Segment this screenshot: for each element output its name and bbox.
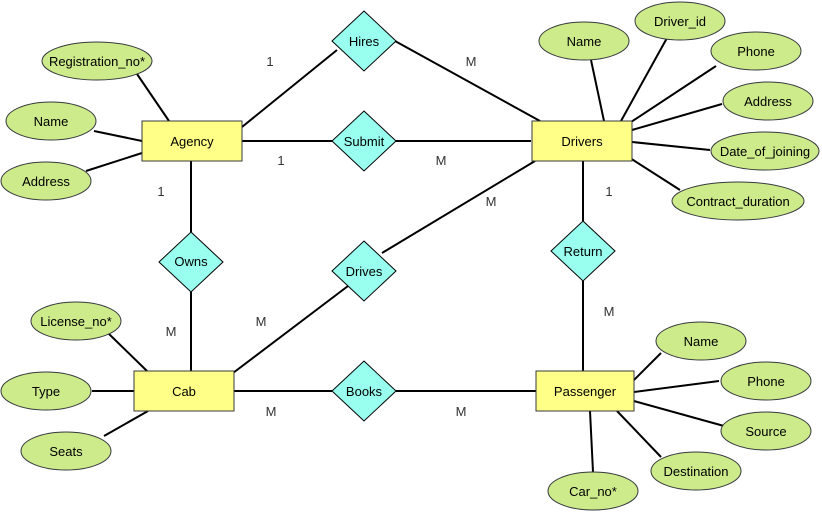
attribute-label: Type [32,384,60,399]
attribute-label: Date_of_joining [720,144,810,159]
relationship-owns[interactable]: Owns [158,231,224,293]
relationship-label: Drives [346,264,383,279]
attribute-label: Destination [663,464,728,479]
line-agency-name [93,130,143,142]
line-agency-hires [241,49,338,128]
attribute-passenger-car-no[interactable]: Car_no* [547,471,639,511]
attribute-cab-type[interactable]: Type [0,371,92,411]
attribute-label: Seats [49,444,83,459]
line-drivers-name [590,59,605,122]
card-owns-agency: 1 [157,184,164,199]
connectors [85,37,725,473]
relationship-submit[interactable]: Submit [331,110,397,172]
card-books-cab: M [266,404,277,419]
card-drives-drivers: M [486,194,497,209]
attribute-label: Address [22,174,70,189]
card-drives-cab: M [256,314,267,329]
line-drives-cab [232,285,349,374]
entity-label: Drivers [561,134,603,149]
entity-label: Cab [172,384,196,399]
attribute-label: Registration_no* [49,54,145,69]
card-return-drivers: 1 [605,184,612,199]
line-passenger-destination [616,410,662,458]
card-submit-drivers: M [436,153,447,168]
attribute-label: Phone [737,44,775,59]
attribute-agency-name[interactable]: Name [5,101,97,141]
attribute-agency-registration-no[interactable]: Registration_no* [41,41,153,81]
relationship-drives[interactable]: Drives [331,240,397,302]
attribute-drivers-name[interactable]: Name [538,21,630,61]
attribute-label: Address [744,94,792,109]
line-drivers-address [631,103,723,131]
attribute-drivers-date-of-joining[interactable]: Date_of_joining [710,131,820,171]
relationship-books[interactable]: Books [331,360,397,422]
attribute-label: Car_no* [569,484,617,499]
relationship-label: Hires [349,34,380,49]
card-submit-agency: 1 [277,153,284,168]
attribute-label: Contract_duration [686,194,789,209]
attribute-label: Driver_id [654,14,706,29]
attribute-cab-seats[interactable]: Seats [20,431,112,471]
card-hires-agency: 1 [266,54,273,69]
card-books-passenger: M [456,404,467,419]
attribute-label: Source [745,424,786,439]
line-drivers-dateofjoining [631,141,711,151]
attribute-passenger-phone[interactable]: Phone [720,361,812,401]
line-agency-registration [136,73,170,122]
relationship-label: Submit [344,134,385,149]
attribute-drivers-address[interactable]: Address [722,81,814,121]
line-passenger-name [633,352,662,381]
entity-label: Passenger [554,384,617,399]
card-owns-cab: M [166,324,177,339]
cardinality-labels: 1 M 1 M 1 M M M 1 M M M [157,54,614,419]
line-passenger-phone [633,380,720,393]
attribute-label: Name [34,114,69,129]
entity-cab[interactable]: Cab [133,370,235,412]
line-cab-license [107,332,148,372]
relationship-label: Return [563,244,602,259]
line-drivers-drives [381,160,536,254]
line-cab-seats [103,410,149,437]
line-drivers-phone [627,65,717,125]
card-return-passenger: M [604,304,615,319]
attribute-passenger-source[interactable]: Source [720,411,812,451]
entity-label: Agency [170,134,214,149]
card-hires-drivers: M [466,54,477,69]
relationship-label: Owns [174,254,208,269]
line-agency-address [85,152,143,172]
attribute-agency-address[interactable]: Address [0,161,92,201]
attribute-label: License_no* [40,314,112,329]
line-drivers-contract [629,157,681,191]
attribute-cab-license-no[interactable]: License_no* [30,301,122,341]
relationship-label: Books [346,384,383,399]
line-drivers-driverid [620,37,668,122]
attribute-drivers-contract-duration[interactable]: Contract_duration [671,181,805,221]
attribute-drivers-phone[interactable]: Phone [710,31,802,71]
attribute-label: Phone [747,374,785,389]
line-passenger-source [633,400,725,427]
entity-drivers[interactable]: Drivers [531,120,633,162]
attribute-label: Name [684,334,719,349]
entity-passenger[interactable]: Passenger [535,370,635,412]
attribute-passenger-destination[interactable]: Destination [650,451,742,491]
relationship-return[interactable]: Return [550,220,616,282]
attribute-drivers-driver-id[interactable]: Driver_id [634,1,726,41]
attribute-label: Name [567,34,602,49]
line-passenger-carno [589,410,594,473]
line-hires-drivers [394,40,541,122]
attribute-passenger-name[interactable]: Name [655,321,747,361]
entity-agency[interactable]: Agency [141,120,243,162]
relationship-hires[interactable]: Hires [331,10,397,72]
